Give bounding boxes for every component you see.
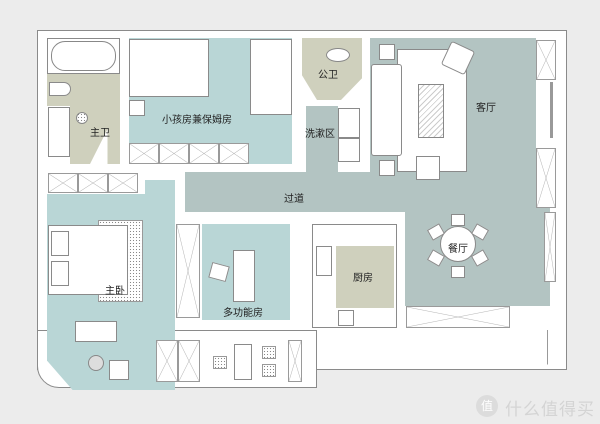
corridor-floor <box>185 172 410 212</box>
wardrobe-kids-room <box>159 143 189 164</box>
washbasin-icon <box>338 108 360 138</box>
cabinet-lower-left <box>156 340 178 382</box>
room-label-wash-area: 洗漱区 <box>305 129 335 140</box>
single-bed-icon <box>250 39 292 115</box>
wardrobe-multi-room <box>176 224 200 318</box>
sink-cabinet <box>48 107 70 157</box>
bunk-bed-icon <box>129 39 209 97</box>
dining-chair-icon <box>451 266 465 278</box>
bathtub-icon <box>51 41 116 71</box>
round-table-icon <box>88 355 104 371</box>
cabinet-lower-right <box>288 340 302 382</box>
desk-icon <box>75 321 117 342</box>
tv-wall-icon <box>550 82 553 138</box>
room-label-dining-room: 餐厅 <box>448 244 468 255</box>
coffee-table-icon <box>418 84 444 138</box>
room-label-multi-function-room: 多功能房 <box>223 308 263 319</box>
room-label-master-bath: 主卫 <box>90 128 110 139</box>
room-label-guest-bath: 公卫 <box>318 70 338 81</box>
side-table-icon <box>379 44 395 60</box>
wardrobe-master-bedroom <box>78 173 108 193</box>
wardrobe-kids-room <box>219 143 249 164</box>
dining-room-floor <box>405 188 550 306</box>
wash-area-floor <box>306 106 338 178</box>
dining-table-icon <box>440 226 476 262</box>
kitchen-floor <box>336 246 394 308</box>
master-bedroom-entry <box>145 180 175 200</box>
cabinet-living-room <box>536 148 556 208</box>
washing-machine-icon <box>338 138 360 162</box>
room-label-kids-room: 小孩房兼保姆房 <box>162 115 232 126</box>
kitchen-sink-icon <box>338 310 354 326</box>
pillow-icon <box>51 231 69 256</box>
room-label-kitchen: 厨房 <box>353 273 373 284</box>
stove-icon <box>316 246 332 276</box>
nightstand-icon <box>129 100 145 116</box>
sofa-icon <box>371 64 402 156</box>
room-label-master-bedroom: 主卧 <box>105 286 125 297</box>
side-table-icon <box>379 160 395 176</box>
stool-icon <box>262 364 276 377</box>
pillow-icon <box>51 261 69 286</box>
dining-chair-icon <box>451 214 465 226</box>
ottoman-icon <box>416 156 440 180</box>
guest-bath-toilet-icon <box>326 48 350 62</box>
coffee-table-icon <box>234 344 252 380</box>
room-label-living-room: 客厅 <box>476 103 496 114</box>
wardrobe-kids-room <box>189 143 219 164</box>
chair-icon <box>109 360 129 380</box>
stool-icon <box>262 346 276 359</box>
wardrobe-master-bedroom <box>48 173 78 193</box>
wardrobe-kids-room <box>129 143 159 164</box>
stool-icon <box>213 356 227 369</box>
kitchen-counter-dining <box>406 306 510 328</box>
cabinet-dining-room <box>544 212 556 282</box>
wardrobe-master-bedroom <box>108 173 138 193</box>
watermark-logo-icon: 值 <box>476 395 498 417</box>
toilet-icon <box>49 82 71 96</box>
cabinet-living-room <box>536 40 556 80</box>
watermark-text: 什么值得买 <box>505 400 595 420</box>
room-label-corridor: 过道 <box>284 194 304 205</box>
cabinet-lower-left <box>178 340 200 382</box>
shower-drain-icon <box>76 112 88 124</box>
desk-icon <box>233 250 255 302</box>
